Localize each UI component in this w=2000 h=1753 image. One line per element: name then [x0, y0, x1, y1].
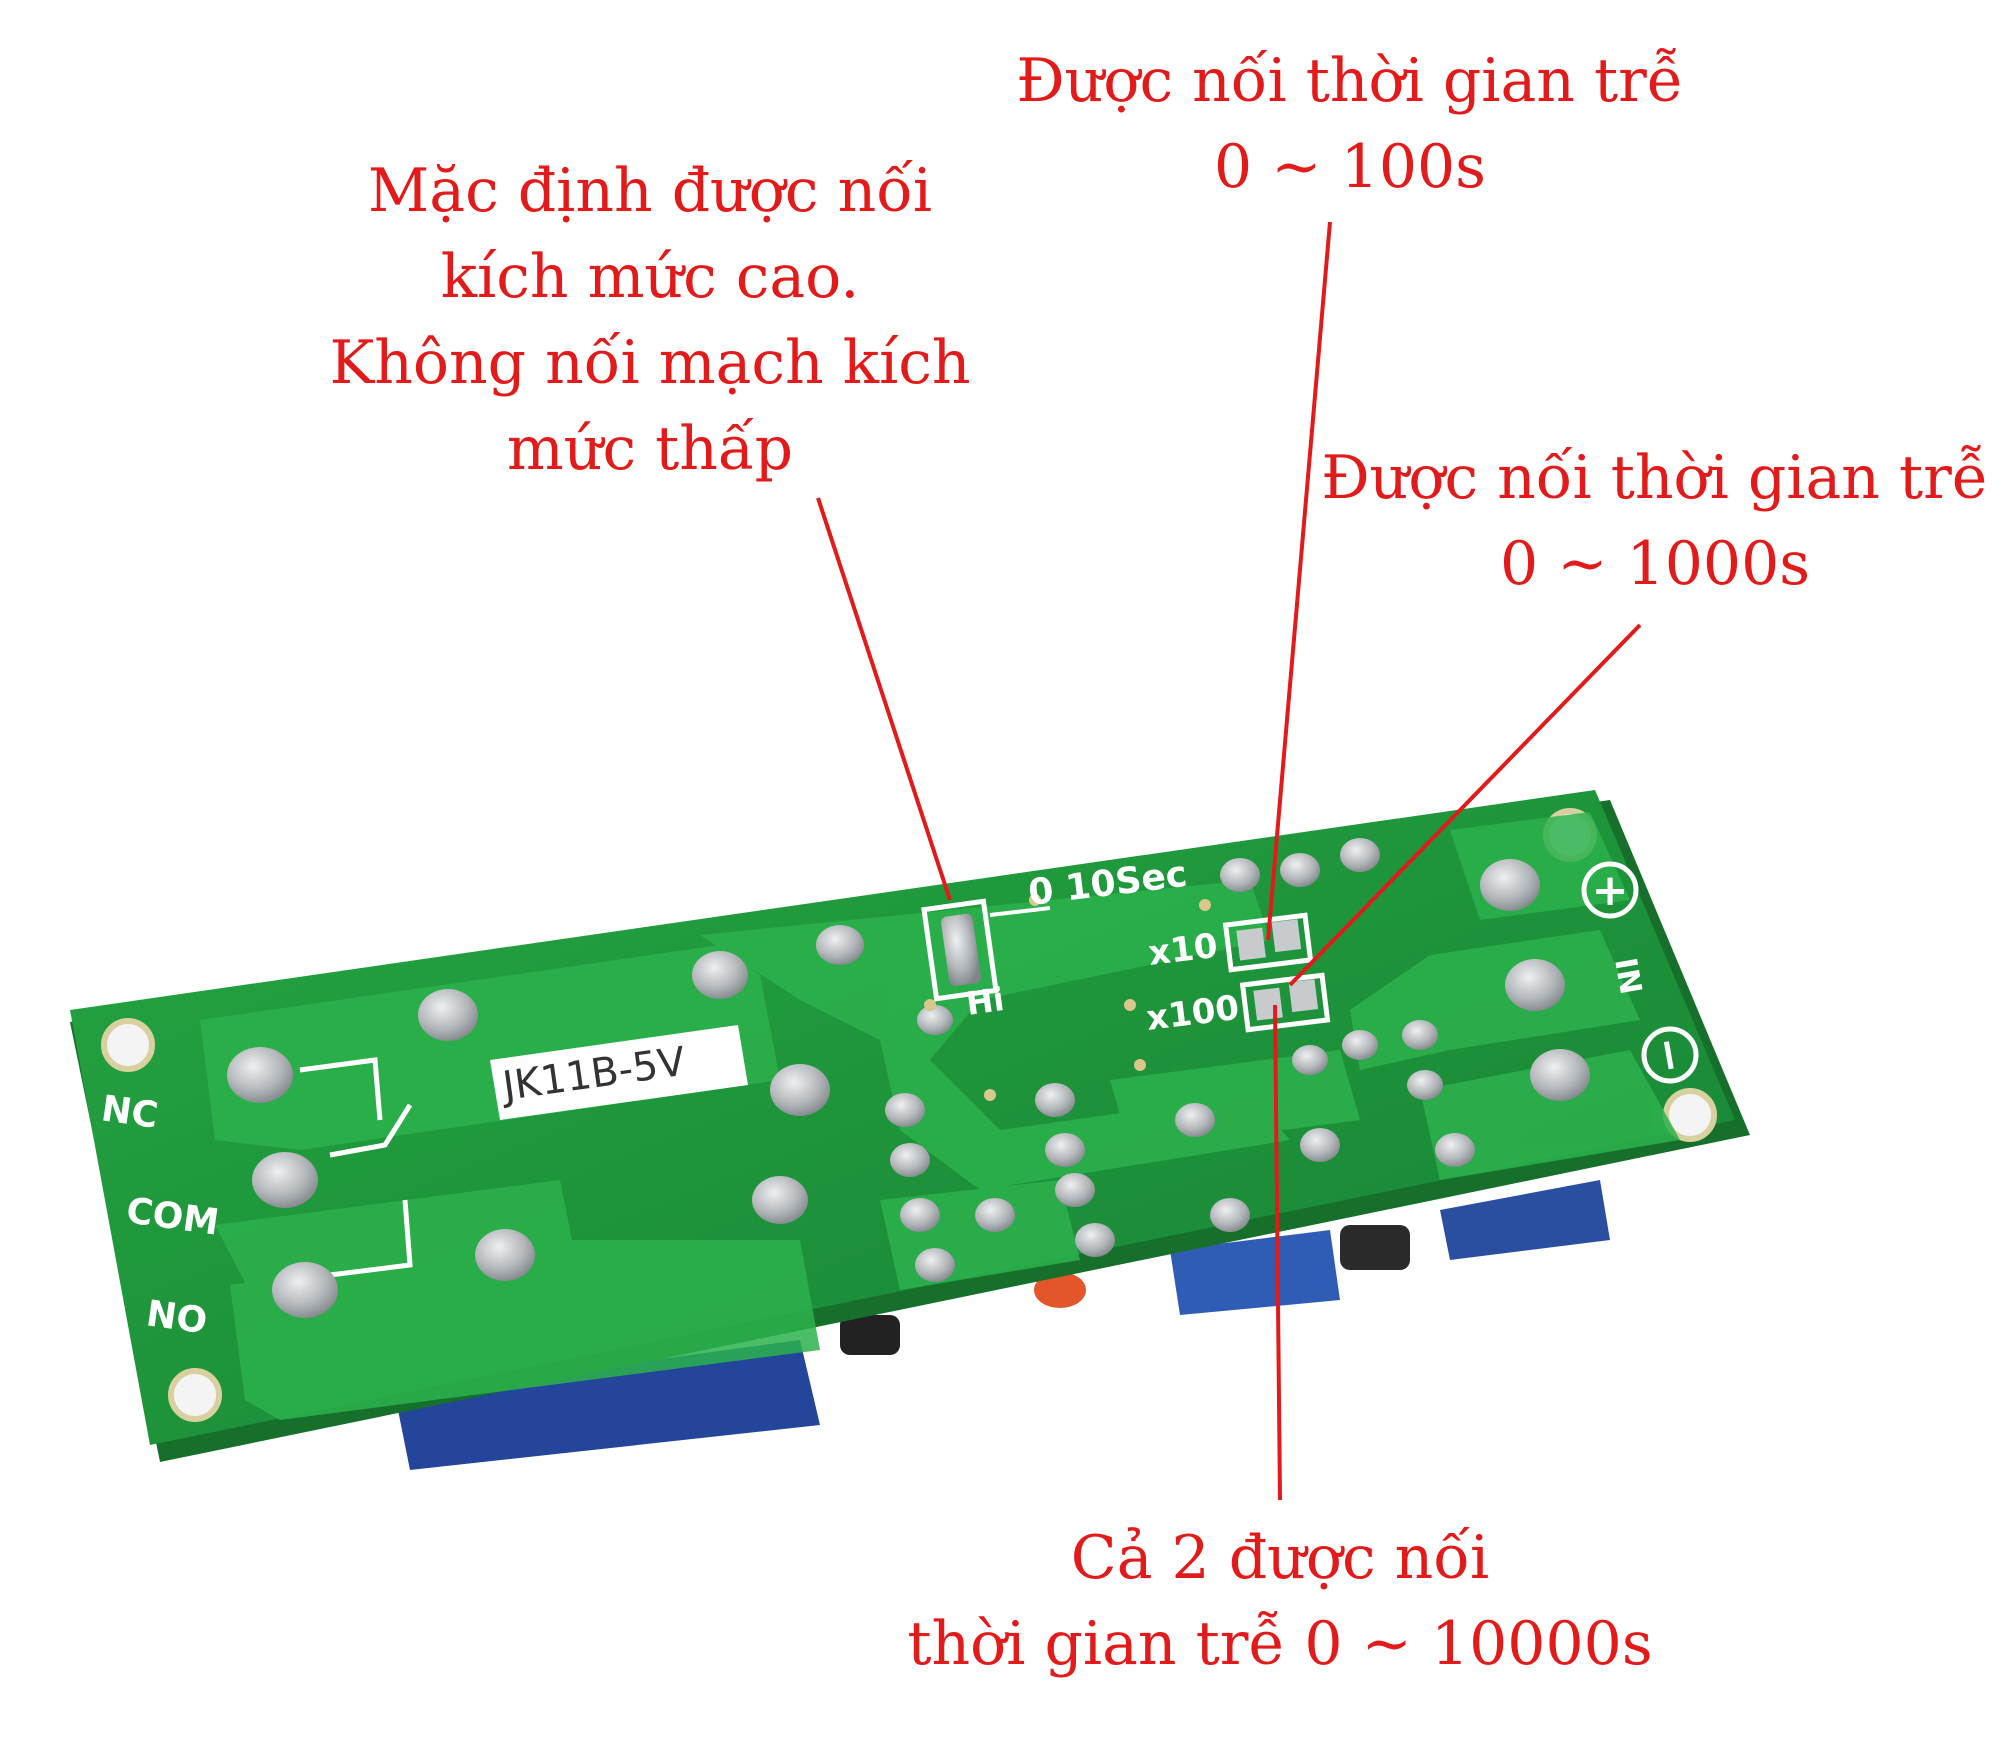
arrow-high-trigger — [816, 497, 952, 901]
hi-jumper: Hi — [921, 898, 1051, 1023]
arrow-delay-100 — [1266, 221, 1332, 941]
callout-delay-100-line-1: Được nối thời gian trễ — [1016, 46, 1684, 116]
relay-contact-symbol — [299, 1057, 413, 1278]
callout-delay-100: Được nối thời gian trễ 0 ~ 100s — [1010, 38, 1690, 210]
arrow-delay-10000 — [1273, 1004, 1282, 1501]
power-plus-symbol: + — [1581, 861, 1639, 919]
hi-label: Hi — [964, 980, 1007, 1023]
in-label: IN — [1607, 955, 1648, 997]
minus-label: − — [1641, 1033, 1698, 1078]
callout-delay-10000-line-1: Cả 2 được nối — [1070, 1523, 1490, 1593]
callout-high-trigger-line-1: Mặc định được nối — [367, 156, 933, 226]
callout-delay-1000: Được nối thời gian trễ 0 ~ 1000s — [1315, 435, 1995, 607]
callout-high-trigger: Mặc định được nối kích mức cao. Không nố… — [320, 148, 980, 492]
callout-delay-1000-line-2: 0 ~ 1000s — [1499, 529, 1811, 599]
led-orange — [1034, 1272, 1086, 1308]
x10-jumper: x10 — [1146, 912, 1314, 974]
solder-pads — [227, 838, 1590, 1318]
x10-label: x10 — [1146, 926, 1220, 974]
callout-delay-10000-line-2: thời gian trễ 0 ~ 10000s — [907, 1609, 1653, 1679]
mounting-hole-top-left — [101, 1018, 155, 1072]
callout-delay-100-line-2: 0 ~ 100s — [1214, 132, 1486, 202]
annotation-arrows — [816, 221, 1642, 1501]
callout-high-trigger-line-2: kích mức cao. — [440, 242, 860, 312]
pin-label-nc: NC — [99, 1088, 161, 1136]
callout-high-trigger-line-3: Không nối mạch kích — [329, 328, 971, 398]
callout-delay-1000-line-1: Được nối thời gian trễ — [1321, 443, 1989, 513]
pin-label-no: NO — [144, 1293, 210, 1342]
capacitor-black — [1340, 1225, 1410, 1270]
plus-label: + — [1592, 865, 1629, 916]
mounting-hole-bottom-left — [168, 1368, 222, 1422]
callout-high-trigger-line-4: mức thấp — [506, 414, 794, 484]
power-minus-symbol: − — [1641, 1026, 1699, 1084]
arrow-delay-1000 — [1288, 623, 1642, 987]
underside-components — [395, 1180, 1610, 1470]
callout-delay-10000: Cả 2 được nối thời gian trễ 0 ~ 10000s — [900, 1515, 1660, 1687]
transistor-black — [840, 1315, 900, 1355]
